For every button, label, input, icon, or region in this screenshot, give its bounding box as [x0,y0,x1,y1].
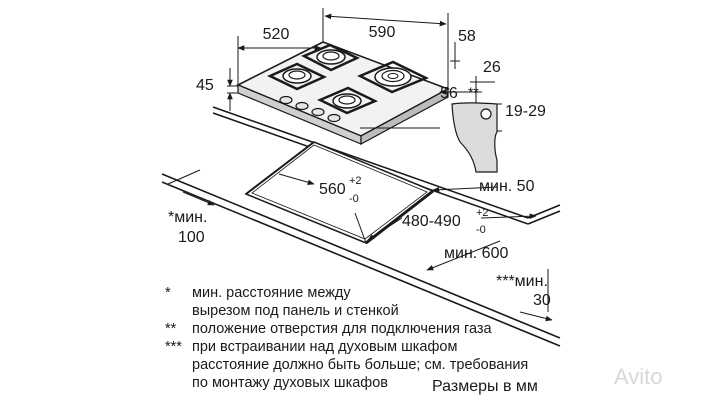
gas-hole-marker: ** [468,84,479,100]
footnote-2: ** положение отверстия для подключения г… [165,320,528,338]
dim-590: 590 [369,24,396,41]
units-note: Размеры в мм [432,378,538,395]
watermark-logo: Avito [614,364,663,389]
dim-480-tolerance-minus: -0 [476,224,486,236]
dim-560-tolerance-plus: +2 [349,175,362,187]
footnote-text: по монтажу духовых шкафов [192,375,388,391]
dimension-labels: 520 590 58 45 26 56 ** 19-29 560 +2 -0 м… [168,24,551,309]
min-600: мин. 600 [444,245,508,262]
footnote-1: * мин. расстояние между [165,284,528,302]
footnote-mark: *** [165,339,182,355]
gas-hob [236,41,450,146]
dim-480-tolerance-plus: +2 [476,207,489,219]
footnote-3: *** при встраивании над духовым шкафом [165,338,528,356]
dim-560-tolerance-minus: -0 [349,193,359,205]
min-50: мин. 50 [479,178,535,195]
footnote-mark: ** [165,321,177,337]
dim-45: 45 [196,77,214,94]
min-100-label: *мин. [168,209,207,226]
dim-26: 26 [483,59,501,76]
min-30-value: 30 [533,292,551,309]
footnote-text: мин. расстояние между [192,285,351,301]
footnote-text: расстояние должно быть больше; см. требо… [192,357,529,373]
dim-480-490: 480-490 [402,213,461,230]
gas-connection-profile [451,102,498,173]
footnotes-legend: * мин. расстояние между вырезом под пане… [165,284,528,392]
dim-58: 58 [458,28,476,45]
dim-520: 520 [263,26,290,43]
footnote-text: положение отверстия для подключения газа [192,321,492,337]
dim-560: 560 [319,181,346,198]
footnote-mark: * [165,285,171,301]
dim-56: 56 [440,85,458,102]
min-30-label: ***мин. [496,273,548,290]
footnote-text: при встраивании над духовым шкафом [192,339,458,355]
min-100-value: 100 [178,229,205,246]
footnote-text: вырезом под панель и стенкой [192,303,399,319]
dimension-lines [182,8,553,322]
dim-19-29: 19-29 [505,103,546,120]
